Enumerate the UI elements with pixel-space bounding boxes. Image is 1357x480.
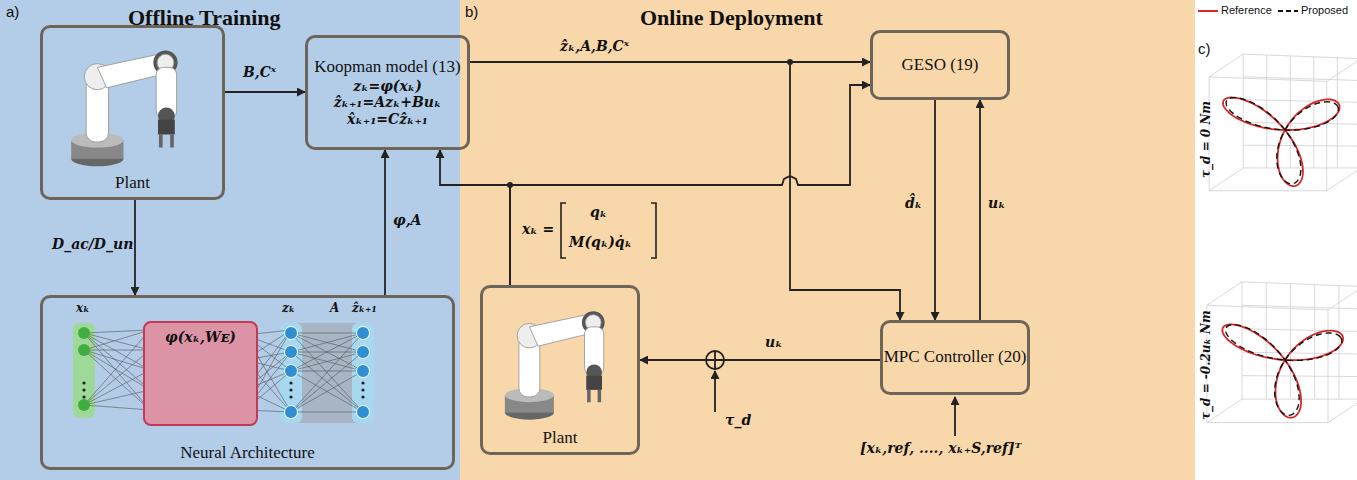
matrix-entry: M(qₖ)q̇ₖ <box>569 234 632 251</box>
legend-sample <box>1278 10 1298 12</box>
trajectory-plots <box>1207 54 1357 422</box>
legend-sample <box>1198 10 1218 12</box>
matrix-entry: qₖ <box>590 204 607 221</box>
axis-label: τ_d = 0 Nm <box>1199 101 1213 178</box>
encoder-box: φ(xₖ,Wᴇ) <box>143 321 258 426</box>
node-title: Koopman model (13) <box>314 57 460 77</box>
node-title: MPC Controller (20) <box>884 347 1027 367</box>
matrix-bracket <box>561 203 656 258</box>
connector <box>134 200 136 295</box>
signal-name: τ_d <box>725 412 751 429</box>
controller-box: MPC Controller (20) <box>880 320 1030 395</box>
robot-arm <box>505 311 605 420</box>
panel-tag: c) <box>1198 40 1211 58</box>
connector <box>979 100 981 320</box>
legend-text: Proposed <box>1301 4 1348 17</box>
node-text: zₖ=φ(xₖ) <box>353 78 422 95</box>
network-box: Neural Architecture φ(xₖ,Wᴇ) <box>40 295 455 470</box>
observer-box: GESO (19) <box>870 30 1010 100</box>
plant-box: Plant <box>480 285 640 455</box>
axis-label: τ_d = -0.2uₖ Nm <box>1199 310 1213 420</box>
connector <box>470 62 900 320</box>
node-text: ẑₖ₊₁=Azₖ+Buₖ <box>334 94 442 111</box>
model-box: Koopman model (13)zₖ=φ(xₖ)ẑₖ₊₁=Azₖ+Buₖx̂… <box>305 35 470 150</box>
signal-label: B,Cˣ <box>243 64 276 81</box>
offline-panel <box>0 0 460 480</box>
signal-label: ẑₖ,A,B,Cˣ <box>560 38 629 55</box>
signal-label: uₖ <box>988 195 1006 212</box>
matrix-name: A <box>330 301 339 315</box>
signal-label: uₖ <box>765 334 783 351</box>
node-text: Online Deployment <box>640 5 823 31</box>
node-title: Plant <box>543 428 578 448</box>
connector <box>934 100 936 320</box>
node-title: φ(xₖ,Wᴇ) <box>165 329 236 346</box>
signal-label: xₖ = <box>522 221 554 238</box>
node-title: b) <box>465 3 478 21</box>
node-title: a) <box>6 3 19 21</box>
node-title: GESO (19) <box>902 55 979 75</box>
connector <box>640 359 880 361</box>
output-layer: ẑₖ₊₁ <box>352 301 377 315</box>
connector <box>384 150 386 295</box>
latent-layer: zₖ <box>282 301 295 315</box>
reference-signal: [xₖ,ref, ...., xₖ₊S,ref]ᵀ <box>860 440 1021 457</box>
robot-arm <box>71 51 177 167</box>
connector <box>225 91 305 93</box>
input-layer: xₖ <box>76 301 89 315</box>
node-text: x̂ₖ₊₁=Cẑₖ₊₁ <box>347 111 428 128</box>
legend-text: Reference <box>1221 4 1272 17</box>
signal-label: d̂ₖ <box>905 195 922 212</box>
connector <box>440 150 510 285</box>
connector <box>510 85 870 285</box>
reference-arrow <box>954 397 956 436</box>
signal-label: D_ac/D_un <box>52 236 133 253</box>
disturbance-arrow <box>714 371 716 412</box>
signal-label: φ,A <box>393 212 421 229</box>
online-panel <box>460 0 1195 480</box>
result-panel <box>1195 0 1357 480</box>
plant-box: Plant <box>40 25 225 200</box>
node-title: Neural Architecture <box>180 443 315 463</box>
node-title: Plant <box>115 173 150 193</box>
